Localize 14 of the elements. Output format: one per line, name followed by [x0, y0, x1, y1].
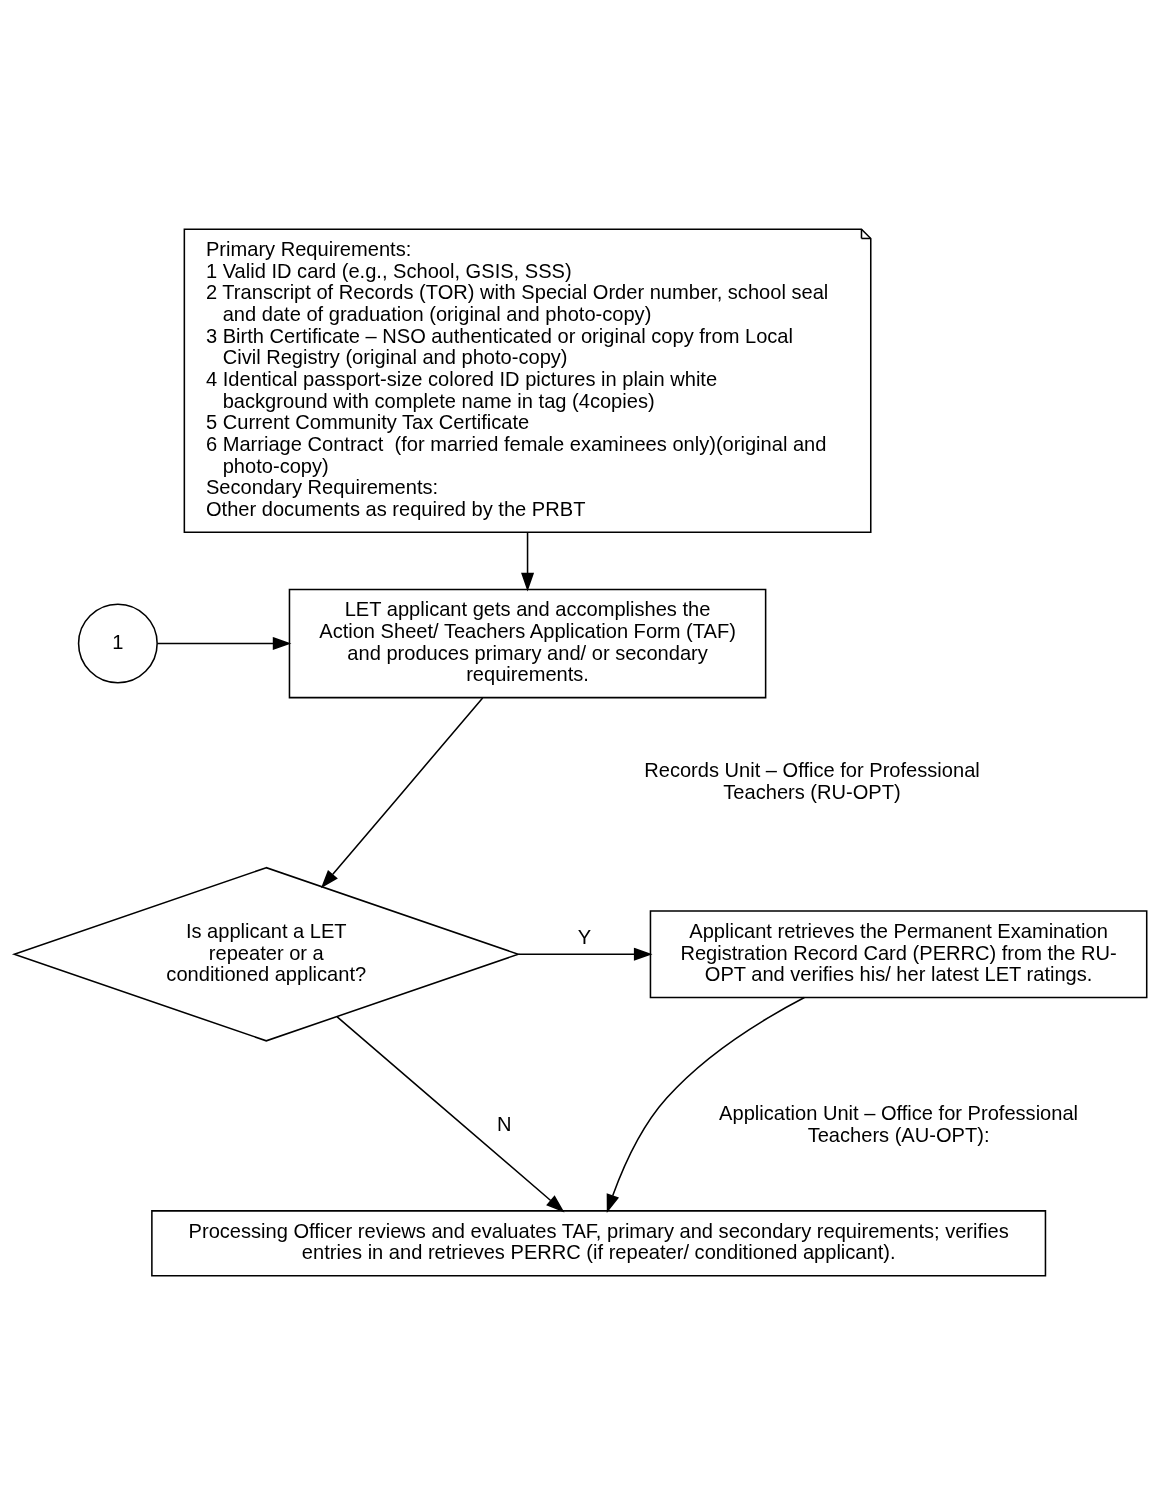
label: Application Unit – Office for Professional Teachers (AU-OPT):	[719, 1101, 1079, 1146]
label: Records Unit – Office for Professional Teachers (RU-OPT)	[644, 758, 980, 803]
node-box: Processing Officer reviews and evaluates TAF, primary and secondary requirements; verifies entries in and retrieves PERRC (if repeater/ conditioned applicant).	[151, 1209, 1047, 1277]
arrow	[320, 696, 484, 888]
edge-label: Y	[577, 925, 592, 948]
arrow	[521, 531, 535, 591]
node-box: LET applicant gets and accomplishes the Action Sheet/ Teachers Application Form (TAF) and produces primary and/ or secondary requirements.	[288, 588, 767, 698]
arrow	[336, 1015, 565, 1212]
node-circle: 1	[77, 602, 158, 684]
edge-label: N	[497, 1112, 512, 1135]
arrow	[517, 947, 653, 961]
node-box: Applicant retrieves the Permanent Examination Registration Record Card (PERRC) from the RU-OPT and verifies his/ her latest LET ratings.	[649, 909, 1148, 998]
arrow	[156, 636, 292, 650]
arrow	[606, 996, 806, 1213]
